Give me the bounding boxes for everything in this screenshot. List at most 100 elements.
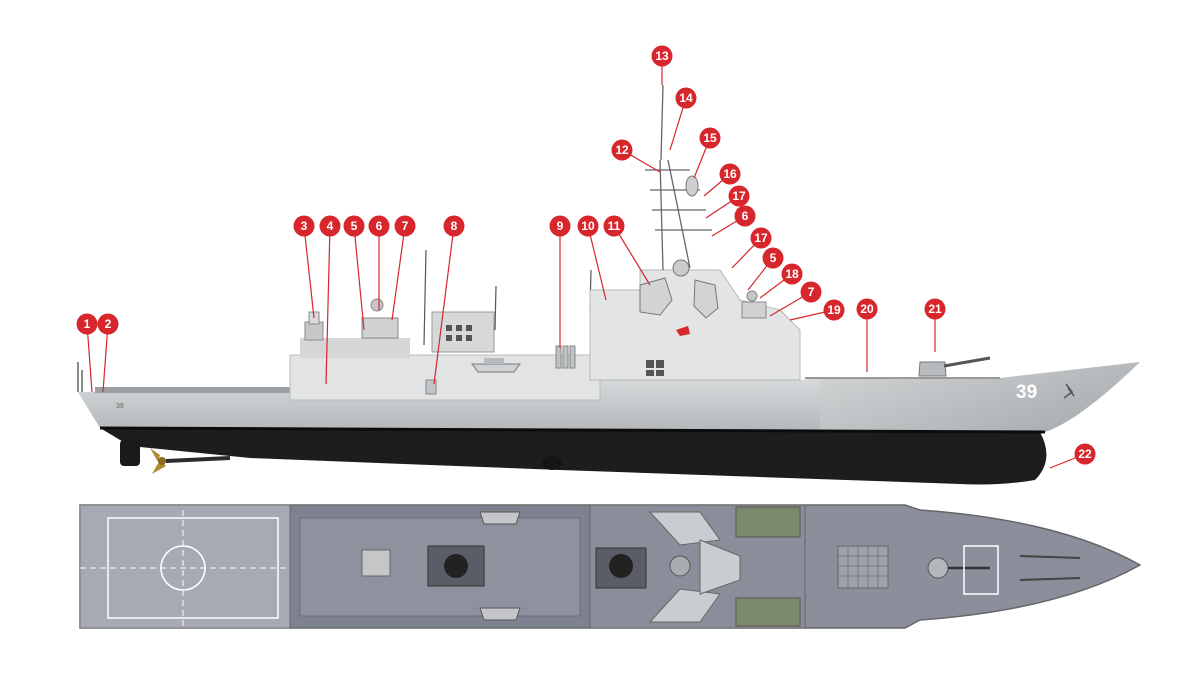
bridge-windows — [646, 360, 664, 376]
callout-circle — [603, 215, 625, 237]
callout-number: 10 — [581, 219, 595, 233]
callout-c5a: 5 — [343, 215, 365, 331]
bow-shading — [820, 362, 1140, 432]
bow-marking — [963, 545, 999, 595]
propeller — [150, 448, 231, 474]
callout-circle — [750, 227, 772, 249]
callout-number: 19 — [827, 303, 841, 317]
callout-number: 13 — [655, 49, 669, 63]
callout-circle — [924, 298, 946, 320]
callout-c12: 12 — [611, 139, 661, 173]
callout-c20: 20 — [856, 298, 878, 372]
green-panel-top — [735, 506, 801, 538]
callout-number: 17 — [732, 189, 746, 203]
vls-grid-lines — [838, 546, 888, 588]
callout-number: 15 — [703, 131, 717, 145]
rhib-boat — [471, 358, 521, 373]
callout-number: 14 — [679, 91, 693, 105]
callout-c15: 15 — [693, 127, 721, 179]
mast-sphere — [672, 259, 690, 277]
callout-number: 12 — [615, 143, 629, 157]
callout-circle — [577, 215, 599, 237]
callout-circle — [651, 45, 673, 67]
callout-number: 9 — [557, 219, 564, 233]
callout-c17b: 17 — [731, 227, 772, 269]
callout-circle — [1074, 443, 1096, 465]
green-panel-bottom — [735, 597, 801, 627]
funnel-fwd — [609, 554, 633, 578]
callout-number: 7 — [808, 285, 815, 299]
forward-director — [741, 290, 767, 319]
callout-circle — [549, 215, 571, 237]
callout-leader — [303, 225, 315, 319]
callout-c4: 4 — [319, 215, 341, 385]
callout-c9: 9 — [549, 215, 571, 348]
callout-c6a: 6 — [368, 215, 390, 310]
callout-number: 2 — [105, 317, 112, 331]
hangar-door — [425, 379, 437, 395]
gun-plan — [927, 557, 949, 579]
callout-number: 21 — [928, 302, 942, 316]
callout-circle — [823, 299, 845, 321]
stern-rail — [77, 362, 83, 392]
callout-leader — [353, 225, 365, 331]
callout-number: 5 — [770, 251, 777, 265]
callout-circle — [319, 215, 341, 237]
radar-plan-faces — [648, 511, 741, 623]
mast-plan — [669, 555, 691, 577]
launcher-cluster — [555, 345, 576, 369]
vls-forward — [837, 545, 889, 589]
callout-circle — [800, 281, 822, 303]
callout-number: 6 — [376, 219, 383, 233]
anchor — [1063, 383, 1075, 399]
callout-number: 18 — [785, 267, 799, 281]
callout-number: 1 — [84, 317, 91, 331]
callout-c7b: 7 — [769, 281, 822, 317]
amidships-block — [431, 311, 495, 353]
callout-number: 5 — [351, 219, 358, 233]
callout-circle — [675, 87, 697, 109]
callout-circle — [762, 247, 784, 269]
stern-mark: 39 — [116, 403, 124, 410]
main-gun — [918, 356, 991, 377]
callout-leader — [433, 225, 455, 385]
anchor-chains — [1019, 555, 1081, 581]
callout-circle — [611, 139, 633, 161]
callout-circle — [734, 205, 756, 227]
callout-circle — [699, 127, 721, 149]
mast-dome — [685, 175, 699, 197]
callout-number: 7 — [402, 219, 409, 233]
callout-leader — [391, 225, 406, 321]
funnel-aft — [444, 554, 468, 578]
callout-circle — [781, 263, 803, 285]
callout-c18: 18 — [759, 263, 803, 299]
radar-arrays — [639, 277, 719, 319]
callout-number: 16 — [723, 167, 737, 181]
kangaroo-emblem — [676, 326, 690, 336]
landing-square — [107, 517, 279, 619]
callout-leader — [325, 225, 331, 385]
callout-c7a: 7 — [391, 215, 416, 321]
callout-number: 8 — [451, 219, 458, 233]
callout-number: 17 — [754, 231, 768, 245]
callout-number: 20 — [860, 302, 874, 316]
callout-c8: 8 — [433, 215, 465, 385]
plan-view — [79, 504, 1142, 629]
callout-circle — [343, 215, 365, 237]
callout-circle — [394, 215, 416, 237]
callout-c13: 13 — [651, 45, 673, 85]
callout-circle — [728, 185, 750, 207]
aft-superstructure — [289, 354, 601, 401]
callout-number: 11 — [608, 219, 621, 233]
callout-leader — [102, 323, 109, 393]
callout-circle — [97, 313, 119, 335]
flight-deck-edge — [95, 387, 300, 393]
callout-circle — [719, 163, 741, 185]
aft-deckhouse — [300, 338, 410, 358]
amidships-windows — [446, 325, 472, 341]
callout-c14: 14 — [669, 87, 697, 151]
rudder — [120, 440, 140, 466]
callout-circle — [443, 215, 465, 237]
